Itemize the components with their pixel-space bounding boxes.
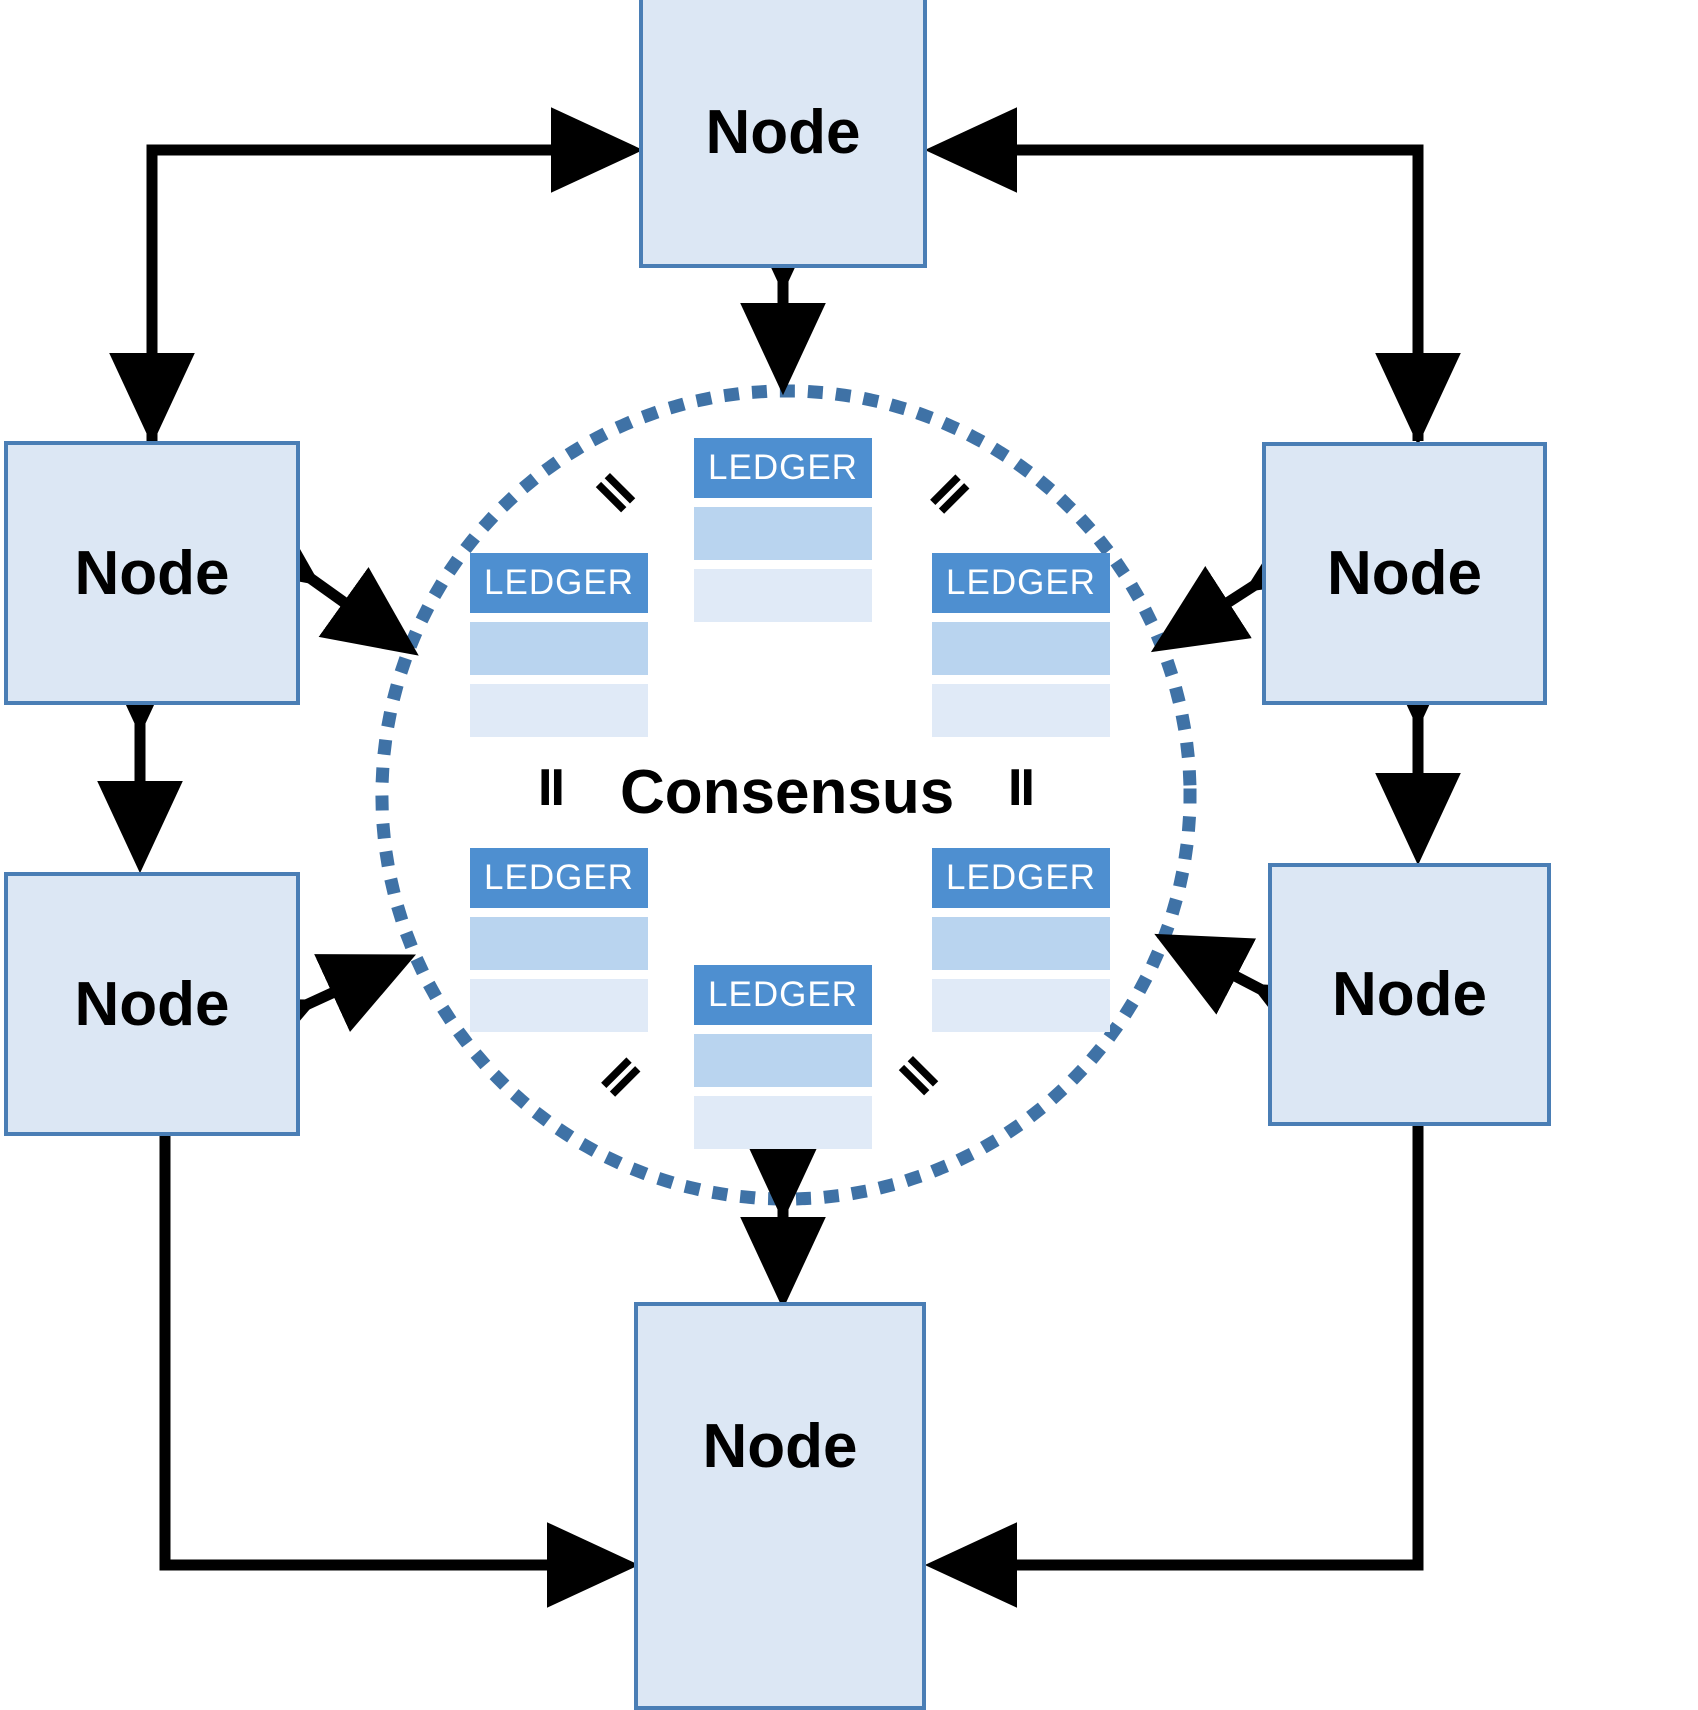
equals-mark-mid-left: II [538,759,565,817]
ledger-upper-right[interactable]: LEDGER [932,553,1110,737]
ledger-header: LEDGER [470,553,648,613]
ledger-header: LEDGER [932,553,1110,613]
equals-mark-mid-right: II [1008,759,1035,817]
ledger-header: LEDGER [694,438,872,498]
ledger-header: LEDGER [932,848,1110,908]
ledger-row-1 [694,1034,872,1087]
arrow-leftlower-to-bottom [159,1136,640,1608]
node-bottom[interactable]: Node [634,1302,926,1710]
arrow-rightupper-to-top [924,107,1424,441]
arrow-rightupper-to-circle [1150,506,1345,653]
equals-mark-bottom-right: II [889,1047,948,1107]
node-label: Node [1327,539,1482,608]
ledger-row-2 [932,979,1110,1032]
node-label: Node [702,1411,858,1481]
ledger-lower-right[interactable]: LEDGER [932,848,1110,1032]
ledger-top[interactable]: LEDGER [694,438,872,622]
arrow-leftupper-to-circle [220,497,419,656]
ledger-upper-left[interactable]: LEDGER [470,553,648,737]
node-label: Node [74,969,230,1039]
arrow-rightlower-to-bottom [924,1126,1424,1608]
node-right-upper[interactable]: Node [1262,442,1547,705]
ledger-row-1 [932,917,1110,970]
ledger-row-2 [470,979,648,1032]
ledger-row-1 [470,622,648,675]
ledger-row-1 [470,917,648,970]
arrow-leftlower-to-circle [216,954,416,1078]
node-right-lower[interactable]: Node [1268,863,1551,1126]
ledger-row-2 [932,684,1110,737]
node-top[interactable]: Node [639,0,927,268]
node-label: Node [74,538,230,608]
ledger-row-1 [932,622,1110,675]
node-label: Node [1332,960,1487,1029]
arrow-rightlower-to-circle [1154,933,1353,1065]
equals-mark-top-right: II [919,464,978,524]
equals-mark-top-left: II [586,464,645,524]
equals-mark-bottom-left: II [590,1047,649,1107]
node-label: Node [705,97,861,167]
ledger-bottom[interactable]: LEDGER [694,965,872,1149]
ledger-header: LEDGER [694,965,872,1025]
ledger-row-2 [694,1096,872,1149]
node-left-lower[interactable]: Node [4,872,300,1136]
node-left-upper[interactable]: Node [4,441,300,705]
arrow-leftupper-to-top [146,107,644,441]
ledger-row-2 [694,569,872,622]
ledger-header: LEDGER [470,848,648,908]
consensus-label: Consensus [620,758,955,827]
ledger-row-2 [470,684,648,737]
ledger-row-1 [694,507,872,560]
ledger-lower-left[interactable]: LEDGER [470,848,648,1032]
